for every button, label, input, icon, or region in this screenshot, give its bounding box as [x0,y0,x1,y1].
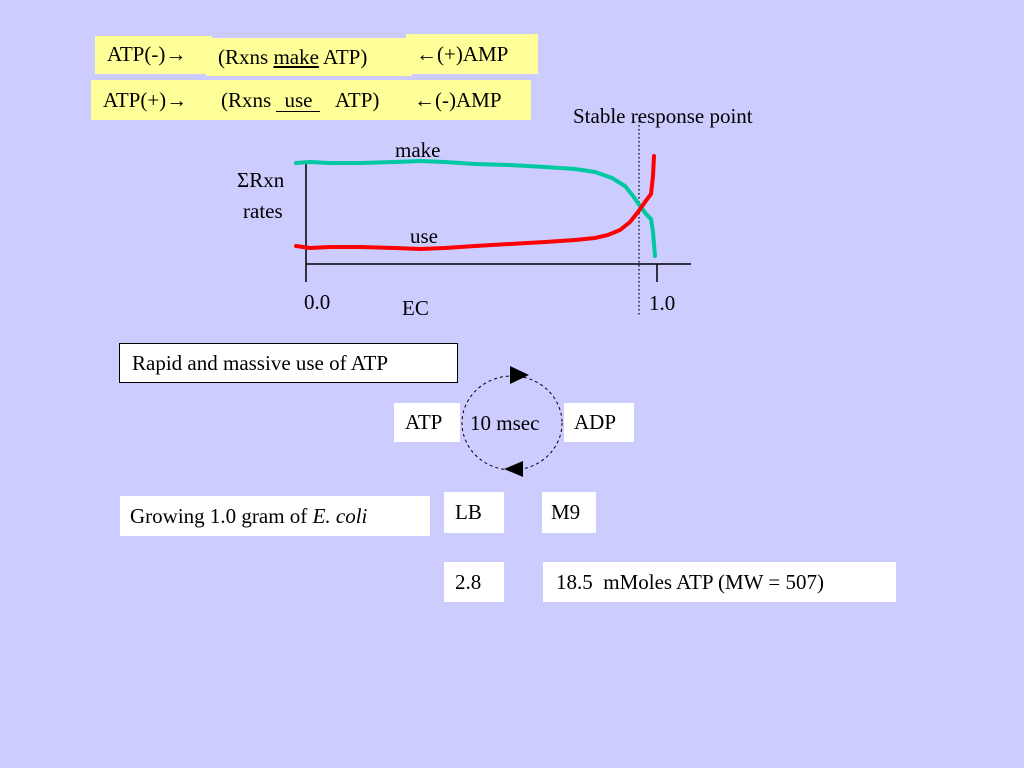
atp-plus-text: ATP(+)→ [103,88,188,112]
make-curve [294,158,657,258]
x-tick-end-label: 1.0 [649,291,676,315]
lb-text: LB [455,500,482,524]
rxns-use-pre: (Rxns [221,88,277,112]
lb-value-text: 2.8 [455,570,482,594]
amp-plus-text: ←(+)AMP [416,42,509,66]
amp-plus-box: ←(+)AMP [406,34,538,74]
use-curve [294,154,656,252]
stable-response-label: Stable response point [573,104,753,128]
m9-value-box: 18.5 mMoles ATP (MW = 507) [543,562,896,602]
rxns-make-post: ATP) [318,45,368,69]
rxns-make-atp-box: (Rxns make ATP) [206,38,412,76]
atp-minus-box: ATP(-)→ [95,36,212,74]
atp-text: ATP [405,410,443,434]
lb-value-box: 2.8 [444,562,504,602]
y-axis-label-line1: ΣRxn [237,168,285,192]
adp-box: ADP [564,403,634,442]
cycle-time-label: 10 msec [470,411,540,435]
atp-plus-row-box: ATP(+)→ (Rxns use ATP) ←(-)AMP [91,80,531,120]
rxns-use-atp-text: (Rxns use ATP) [221,90,379,112]
atp-minus-text: ATP(-)→ [107,42,187,66]
make-curve-label: make [395,138,441,162]
growing-label-pre: Growing 1.0 gram of [130,504,313,528]
use-curve-label: use [410,224,438,248]
ecoli-italic: E. coli [312,504,368,528]
cycle-arrow-bottom [504,461,523,477]
rxns-use-post: ATP) [320,88,380,112]
y-axis-label-line2: rates [243,199,283,223]
m9-text: M9 [551,500,581,524]
adp-text: ADP [574,410,617,434]
lb-box: LB [444,492,504,533]
rapid-use-label: Rapid and massive use of ATP [132,351,389,375]
m9-box: M9 [542,492,596,533]
growing-label-box: Growing 1.0 gram of E. coli [120,496,430,536]
cycle-arrow-top [510,366,529,384]
x-tick-start-label: 0.0 [304,290,331,314]
amp-minus-text: ←(-)AMP [414,88,502,112]
atp-box: ATP [394,403,460,442]
rxns-make-pre: (Rxns [218,45,274,69]
rxns-use-underlined: use [276,90,321,112]
rapid-use-label-box: Rapid and massive use of ATP [119,343,458,383]
m9-value-text: 18.5 mMoles ATP (MW = 507) [556,570,824,594]
rxns-make-underlined: make [273,45,319,69]
x-axis-label: EC [402,296,429,320]
